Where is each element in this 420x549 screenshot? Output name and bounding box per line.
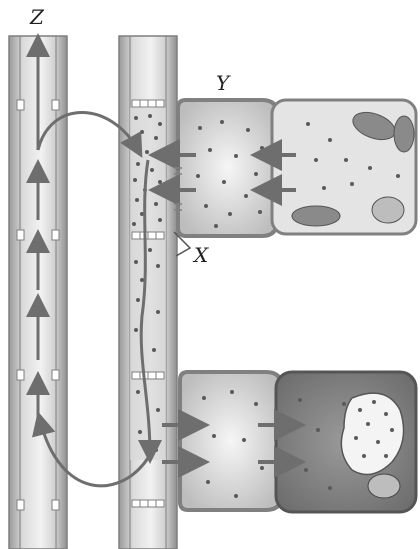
- companion-cell-source: [178, 100, 278, 236]
- sieve-tube: [119, 36, 177, 549]
- nucleus: [368, 474, 400, 498]
- source-cell: [272, 100, 416, 234]
- label-z: Z: [29, 5, 45, 29]
- companion-cell-sink: [180, 372, 282, 510]
- label-x: X: [192, 243, 209, 267]
- nucleus: [372, 197, 404, 223]
- sink-cell: [276, 372, 416, 512]
- label-y: Y: [216, 71, 231, 95]
